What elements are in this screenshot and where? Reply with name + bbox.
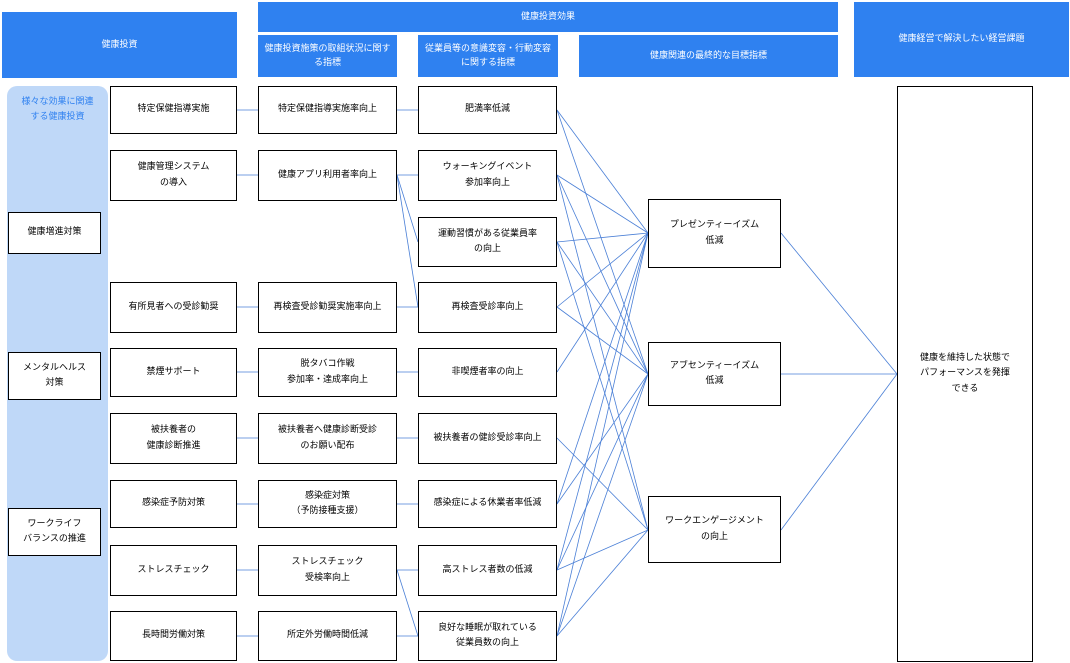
- behavior-box: 被扶養者の健診受診率向上: [418, 413, 557, 464]
- kpi-box: 健康アプリ利用者率向上: [258, 150, 397, 201]
- kpi-behavior-connector: [396, 174, 419, 308]
- measure-box: 被扶養者の 健康診断推進: [110, 413, 237, 464]
- header-effect-goal: 健康関連の最終的な目標指標: [579, 35, 838, 77]
- kpi-box: 脱タバコ作戦 参加率・達成率向上: [258, 348, 397, 397]
- behavior-goal-connector: [556, 232, 649, 505]
- measure-box: 感染症予防対策: [110, 480, 237, 528]
- behavior-goal-connector: [556, 241, 649, 531]
- behavior-goal-connector: [556, 232, 649, 373]
- panel-title: 様々な効果に関連 する健康投資: [21, 97, 94, 123]
- behavior-box: 運動習慣がある従業員率 の向上: [418, 217, 557, 267]
- behavior-goal-connector: [556, 373, 649, 637]
- kpi-box: 特定保健指導実施率向上: [258, 86, 397, 134]
- behavior-goal-connector: [556, 306, 649, 375]
- behavior-box: 再検査受診率向上: [418, 282, 557, 333]
- behavior-goal-connector: [556, 232, 649, 637]
- kpi-behavior-connector: [396, 174, 419, 243]
- measure-box: 健康管理システム の導入: [110, 150, 237, 201]
- behavior-goal-connector: [556, 174, 649, 375]
- behavior-goal-connector: [556, 109, 649, 375]
- goal-absenteeism: アブセンティーイズム 低減: [648, 342, 781, 406]
- goal-engagement: ワークエンゲージメント の向上: [648, 496, 781, 563]
- behavior-goal-connector: [556, 373, 649, 505]
- behavior-goal-connector: [556, 174, 649, 234]
- behavior-goal-connector: [556, 109, 649, 234]
- behavior-goal-connector: [556, 232, 649, 571]
- behavior-box: ウォーキングイベント 参加率向上: [418, 150, 557, 201]
- kpi-box: 感染症対策 （予防接種支援）: [258, 480, 397, 528]
- behavior-box: 非喫煙者率の向上: [418, 348, 557, 397]
- category-wlb: ワークライフ バランスの推進: [8, 508, 101, 556]
- header-effect: 健康投資効果: [258, 2, 838, 32]
- behavior-goal-connector: [556, 529, 649, 637]
- goal-issue-connector: [780, 232, 898, 375]
- kpi-box: 再検査受診勧奨実施率向上: [258, 282, 397, 333]
- kpi-box: 所定外労働時間低減: [258, 611, 397, 661]
- behavior-goal-connector: [556, 232, 649, 308]
- kpi-behavior-connector: [396, 569, 419, 637]
- category-mental: メンタルヘルス 対策: [8, 352, 101, 400]
- behavior-box: 肥満率低減: [418, 86, 557, 134]
- behavior-box: 高ストレス者数の低減: [418, 545, 557, 596]
- issue-box: 健康を維持した状態で パフォーマンスを発揮 できる: [897, 86, 1033, 662]
- behavior-goal-connector: [556, 232, 649, 243]
- behavior-goal-connector: [556, 241, 649, 375]
- category-health: 健康増進対策: [8, 212, 101, 254]
- kpi-box: 被扶養者へ健康診断受診 のお願い配布: [258, 413, 397, 464]
- behavior-box: 良好な睡眠が取れている 従業員数の向上: [418, 611, 557, 661]
- header-issue: 健康経営で解決したい経営課題: [854, 2, 1069, 77]
- goal-issue-connector: [780, 373, 898, 531]
- behavior-goal-connector: [556, 174, 649, 531]
- measure-box: ストレスチェック: [110, 545, 237, 596]
- behavior-goal-connector: [556, 437, 649, 531]
- measure-box: 禁煙サポート: [110, 348, 237, 397]
- behavior-goal-connector: [556, 373, 649, 571]
- measure-box: 長時間労働対策: [110, 611, 237, 661]
- header-effect-kpi: 健康投資施策の取組状況に関する指標: [258, 35, 397, 77]
- measure-box: 有所見者への受診勧奨: [110, 282, 237, 333]
- goal-presenteeism: プレゼンティーイズム 低減: [648, 199, 781, 268]
- behavior-goal-connector: [556, 529, 649, 571]
- header-effect-behavior: 従業員等の意識変容・行動変容に関する指標: [418, 35, 558, 77]
- behavior-box: 感染症による休業者率低減: [418, 480, 557, 528]
- header-investment: 健康投資: [2, 12, 237, 78]
- measure-box: 特定保健指導実施: [110, 86, 237, 134]
- kpi-box: ストレスチェック 受検率向上: [258, 545, 397, 596]
